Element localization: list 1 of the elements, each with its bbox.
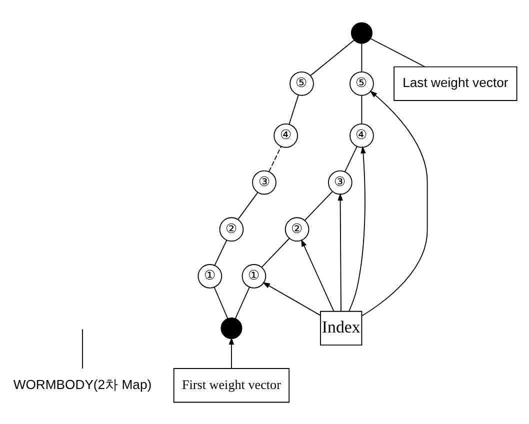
node-text: WORMBODY(2차 Map) (13, 376, 152, 392)
